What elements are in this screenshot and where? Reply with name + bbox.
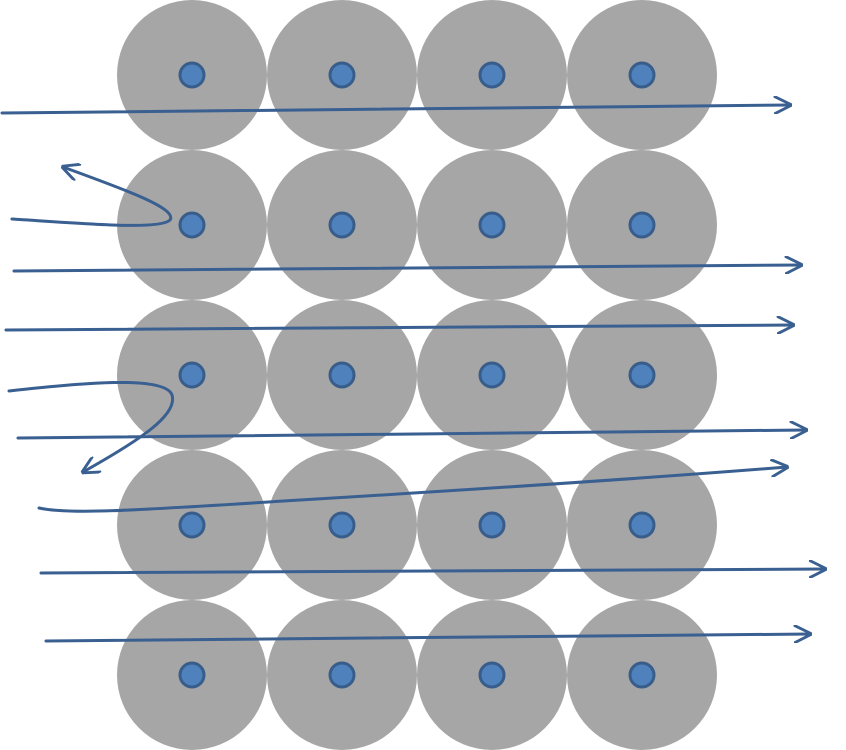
grain-center-dot <box>178 61 206 89</box>
grain-center-dot <box>328 211 356 239</box>
grain-center-dot <box>328 661 356 689</box>
grain <box>417 150 567 300</box>
grain-center-dot <box>628 61 656 89</box>
trajectory-arrow-backscatter-lower <box>7 381 175 472</box>
grain <box>567 0 717 150</box>
grain <box>117 300 267 450</box>
grain <box>117 150 267 300</box>
grain-center-dot <box>178 211 206 239</box>
grain <box>267 150 417 300</box>
grain-center-dot <box>628 511 656 539</box>
trajectory-arrow-straight <box>0 105 790 115</box>
grain-center-dot <box>628 661 656 689</box>
grain <box>417 600 567 750</box>
grain <box>567 300 717 450</box>
grain-center-dot <box>478 511 506 539</box>
grain <box>417 300 567 450</box>
trajectory-arrow-straight <box>39 569 825 573</box>
grain-center-dot <box>178 361 206 389</box>
grain-lattice <box>117 0 717 750</box>
trajectory-arrow-straight <box>12 265 801 271</box>
grain <box>117 0 267 150</box>
grain-center-dot <box>478 61 506 89</box>
grain-center-dot <box>628 361 656 389</box>
grain-center-dot <box>178 511 206 539</box>
trajectory-arrow-deflected <box>37 467 787 513</box>
grain-center-dot <box>328 61 356 89</box>
trajectory-arrow-straight <box>44 634 810 641</box>
grain <box>417 0 567 150</box>
grain <box>267 450 417 600</box>
grain-center-dot <box>478 361 506 389</box>
trajectory-arrow-straight <box>4 325 793 330</box>
grain <box>267 600 417 750</box>
grain-center-dot <box>328 361 356 389</box>
grain <box>267 0 417 150</box>
grain <box>567 150 717 300</box>
grain <box>267 300 417 450</box>
grain-center-dot <box>178 661 206 689</box>
grain-center-dot <box>328 511 356 539</box>
grain-center-dot <box>478 661 506 689</box>
grain-center-dot <box>628 211 656 239</box>
trajectory-group <box>0 105 825 641</box>
grain <box>117 600 267 750</box>
grain-center-dot <box>478 211 506 239</box>
grain <box>567 450 717 600</box>
grain <box>117 450 267 600</box>
grain <box>567 600 717 750</box>
trajectory-arrow-straight <box>16 430 806 440</box>
trajectory-arrow-backscatter-upper <box>10 167 173 227</box>
grain <box>417 450 567 600</box>
